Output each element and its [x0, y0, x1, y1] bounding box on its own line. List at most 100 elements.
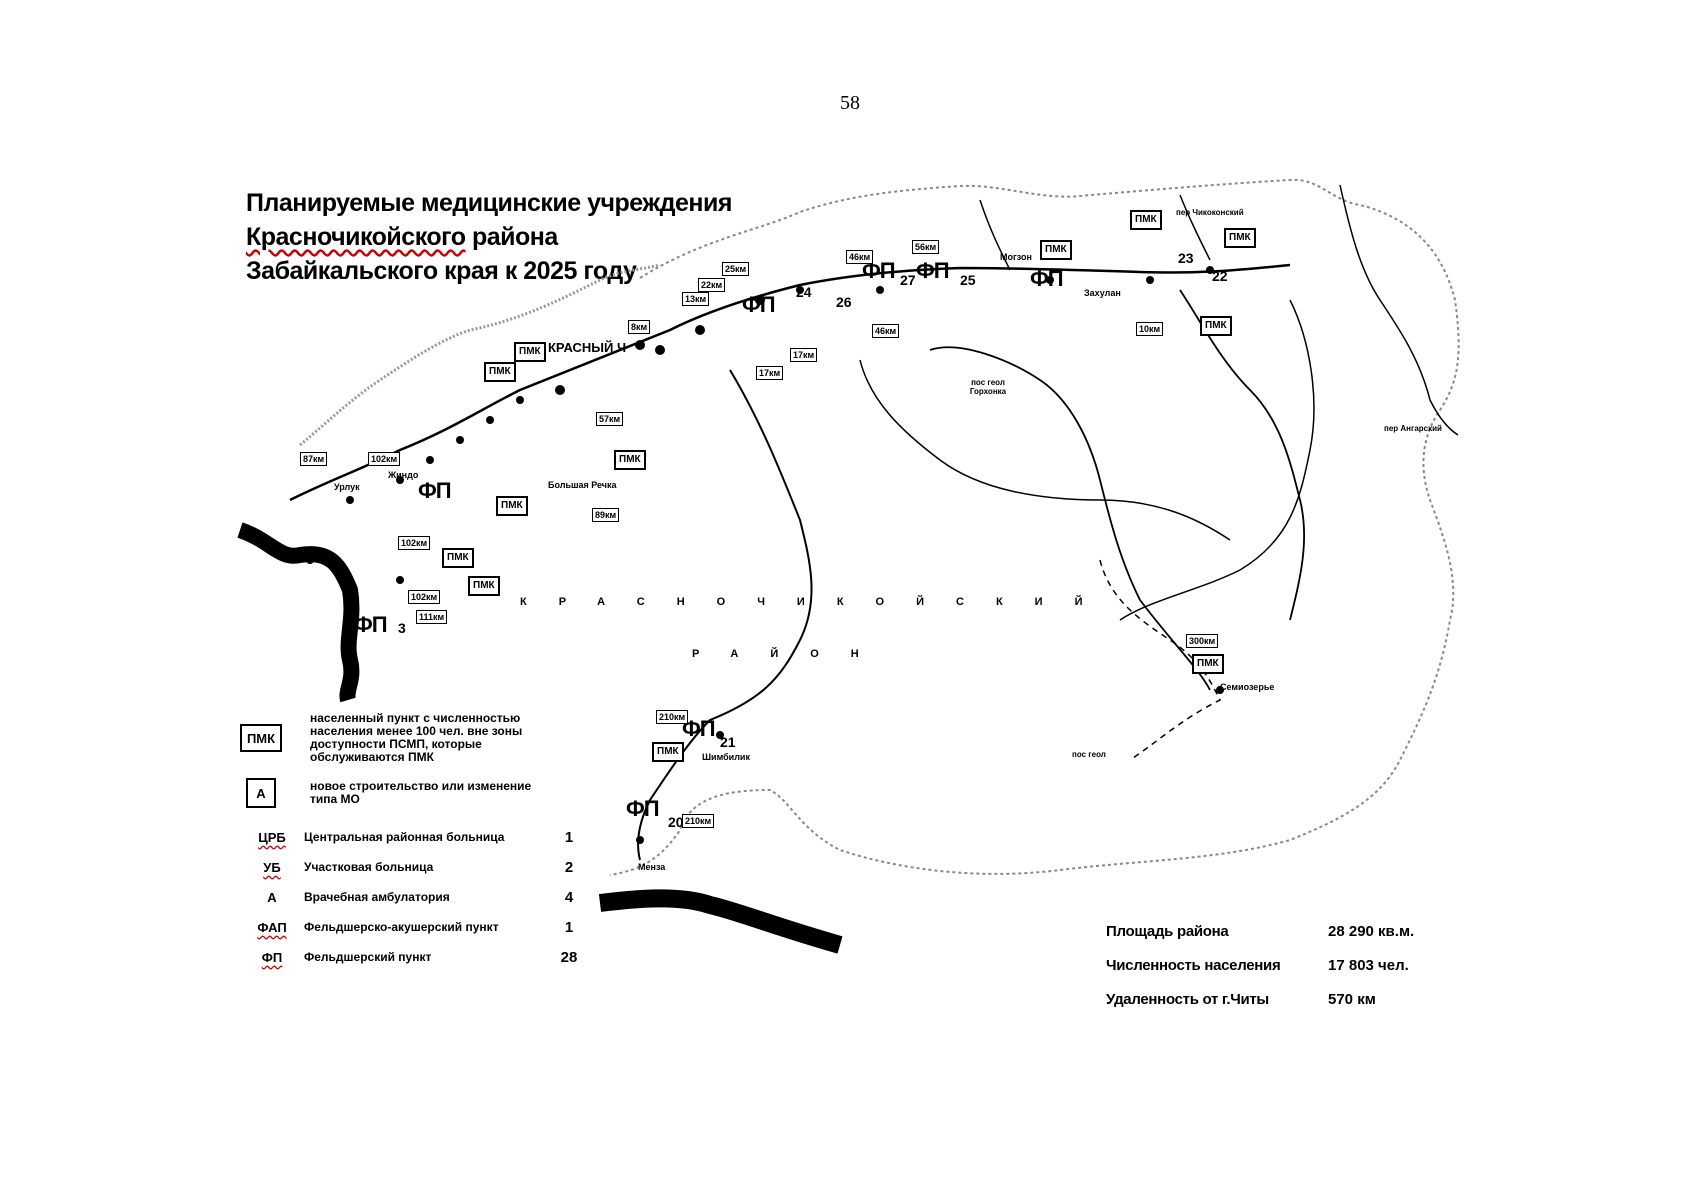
fp-number: 21: [720, 734, 736, 750]
stat-label: Численность населения: [1106, 956, 1281, 974]
title-line-1: Планируемые медицинские учреждения: [246, 189, 732, 217]
distance-label: 89км: [592, 508, 620, 522]
legend-row-a: А Врачебная амбулатория 4: [240, 882, 600, 912]
chikoy-river: [237, 522, 360, 703]
legend-row-fp: ФП Фельдшерский пункт 28: [240, 942, 600, 972]
distance-label: 17км: [756, 366, 784, 380]
map-title: Планируемые медицинские учреждения Красн…: [246, 186, 732, 288]
fp-marker: ФП: [626, 796, 660, 821]
legend-desc: Фельдшерско-акушерский пункт: [304, 920, 499, 934]
fp-marker: ФП: [742, 292, 776, 317]
menza-river: [598, 889, 843, 954]
stat-population: Численность населения 17 803 чел.: [1106, 948, 1448, 982]
road-east-loop: [929, 346, 1211, 691]
distance-label: 46км: [872, 324, 900, 338]
place-urluk: Урлук: [334, 482, 360, 492]
distance-label: 8км: [628, 320, 651, 334]
legend-count: 1: [564, 918, 574, 936]
legend-pmk-text: населенный пункт с численностью населени…: [310, 711, 523, 764]
pmk-marker: ПМК: [468, 576, 500, 596]
legend-count: 1: [564, 828, 574, 846]
legend-count: 2: [564, 858, 574, 876]
distance-label: 102км: [398, 536, 431, 550]
title-line-2: Красночикойского района: [246, 220, 732, 254]
legend-abbr: ФП: [261, 949, 283, 965]
place-bolshaya-rechka: Большая Речка: [548, 480, 617, 490]
title-line-2-district: Красночикойского: [246, 223, 466, 251]
place-krasny-chikoy: КРАСНЫЙ Ч: [548, 340, 627, 355]
place-shimbilik: Шимбилик: [702, 752, 750, 762]
pmk-marker: ПМК: [442, 548, 474, 568]
fp-marker: ФП: [1030, 266, 1064, 291]
place-mogzon: Могзон: [1000, 252, 1032, 262]
stat-distance: Удаленность от г.Читы 570 км: [1106, 982, 1448, 1016]
legend-desc: Центральная районная больница: [304, 830, 505, 844]
road-south: [637, 369, 813, 861]
fp-marker: ФП: [418, 478, 452, 503]
legend-abbr: А: [267, 889, 277, 905]
north-boundary: [299, 263, 661, 447]
main-road: [289, 263, 1291, 502]
pmk-marker: ПМК: [614, 450, 646, 470]
place-menza: Менза: [638, 862, 666, 872]
district-stats: Площадь района 28 290 кв.м. Численность …: [1106, 914, 1448, 1016]
stat-label: Площадь района: [1106, 922, 1229, 940]
road-east-2: [1179, 289, 1305, 621]
fp-marker: ФП: [916, 258, 950, 283]
page-number: 58: [840, 92, 860, 114]
place-semiozerye: Семиозерье: [1220, 682, 1275, 692]
road-north-branch: [979, 194, 1211, 271]
distance-label: 22км: [698, 278, 726, 292]
legend-desc: Участковая больница: [304, 860, 434, 874]
stat-value: 570 км: [1328, 990, 1376, 1008]
map-legend: ПМК населенный пункт с численностью насе…: [240, 712, 600, 972]
fp-number: 3: [398, 620, 406, 636]
distance-label: 87км: [300, 452, 328, 466]
legend-count: 28: [560, 948, 578, 966]
stat-label: Удаленность от г.Читы: [1106, 990, 1269, 1008]
legend-a-row: А новое строительство или изменение типа…: [240, 778, 600, 808]
pmk-marker: ПМК: [1192, 654, 1224, 674]
legend-pmk-row: ПМК населенный пункт с численностью насе…: [240, 712, 600, 764]
distance-label: 210км: [656, 710, 689, 724]
place-zasuhan: Захулан: [1084, 288, 1121, 298]
pmk-marker: ПМК: [1224, 228, 1256, 248]
fp-number: 24: [796, 284, 812, 300]
place-per-angarsky: пер Ангарский: [1384, 424, 1442, 433]
legend-abbr: ФАП: [257, 919, 287, 935]
place-per-chikokonsky: пер Чикоконский: [1176, 208, 1244, 217]
distance-label: 17км: [790, 348, 818, 362]
stat-area: Площадь района 28 290 кв.м.: [1106, 914, 1448, 948]
stat-value: 17 803 чел.: [1328, 956, 1409, 974]
distance-label: 102км: [408, 590, 441, 604]
district-name-line1: КРАСНОЧИКОЙСКИЙ: [520, 596, 1115, 608]
distance-label: 56км: [912, 240, 940, 254]
pmk-marker: ПМК: [1040, 240, 1072, 260]
place-gorhon: пос геол Горхонка: [969, 378, 1007, 396]
legend-count: 4: [564, 888, 574, 906]
fp-number: 25: [960, 272, 976, 288]
pmk-marker: ПМК: [1130, 210, 1162, 230]
title-line-2-rest: района: [465, 223, 558, 251]
pmk-marker: ПМК: [652, 742, 684, 762]
distance-label: 46км: [846, 250, 874, 264]
legend-pmk-box: ПМК: [240, 724, 282, 752]
legend-abbr: УБ: [263, 859, 281, 875]
district-boundary: [609, 178, 1460, 876]
legend-row-fap: ФАП Фельдшерско-акушерский пункт 1: [240, 912, 600, 942]
distance-label: 300км: [1186, 634, 1219, 648]
fp-number: 26: [836, 294, 852, 310]
title-line-3: Забайкальского края к 2025 году: [246, 257, 637, 285]
legend-desc: Врачебная амбулатория: [304, 890, 450, 904]
pmk-marker: ПМК: [496, 496, 528, 516]
fp-number: 22: [1212, 268, 1228, 284]
stat-value: 28 290 кв.м.: [1328, 922, 1415, 940]
settlement-cluster-west: [306, 266, 1224, 844]
road-east-3: [1119, 299, 1315, 621]
distance-label: 111км: [416, 610, 448, 624]
pmk-marker: ПМК: [484, 362, 516, 382]
legend-desc: Фельдшерский пункт: [304, 950, 432, 964]
legend-a-text: новое строительство или изменение типа М…: [310, 779, 532, 806]
distance-label: 13км: [682, 292, 710, 306]
